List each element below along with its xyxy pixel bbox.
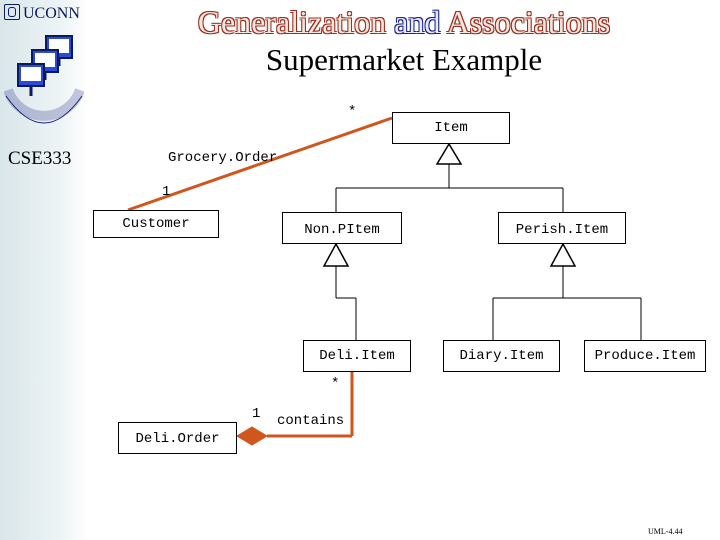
husky-icon	[4, 4, 20, 20]
item-generalization-arrow	[435, 142, 463, 165]
class-deli-item: Deli.Item	[303, 340, 411, 372]
grocery-order-association	[127, 116, 393, 212]
course-code: CSE333	[8, 148, 72, 169]
association-name-grocery-order: Grocery.Order	[168, 150, 278, 166]
multiplicity-one-customer: 1	[162, 184, 171, 200]
sidebar: UCONN CSE333	[0, 0, 88, 540]
slide-title: Generalization and Associations	[197, 4, 611, 40]
uconn-logo: UCONN	[4, 4, 80, 23]
multiplicity-many-deli-item: *	[331, 376, 340, 392]
association-name-contains: contains	[277, 413, 345, 429]
slide-subtitle: Supermarket Example	[265, 42, 543, 77]
class-item: Item	[392, 112, 510, 144]
class-deli-order: Deli.Order	[118, 422, 237, 454]
class-nonp-item: Non.PItem	[282, 212, 402, 244]
nonpitem-generalization-arrow	[322, 242, 350, 267]
class-customer: Customer	[93, 210, 219, 238]
perishitem-generalization-arrow	[549, 242, 577, 267]
composition-diamond	[236, 426, 268, 446]
class-produce-item: Produce.Item	[584, 340, 706, 372]
slide-number: UML-4.44	[648, 527, 683, 536]
multiplicity-many-item: *	[348, 104, 357, 120]
class-diary-item: Diary.Item	[443, 340, 560, 372]
class-perish-item: Perish.Item	[498, 212, 626, 244]
multiplicity-one-deli-order: 1	[252, 406, 261, 422]
cse-seal-icon	[4, 35, 84, 124]
